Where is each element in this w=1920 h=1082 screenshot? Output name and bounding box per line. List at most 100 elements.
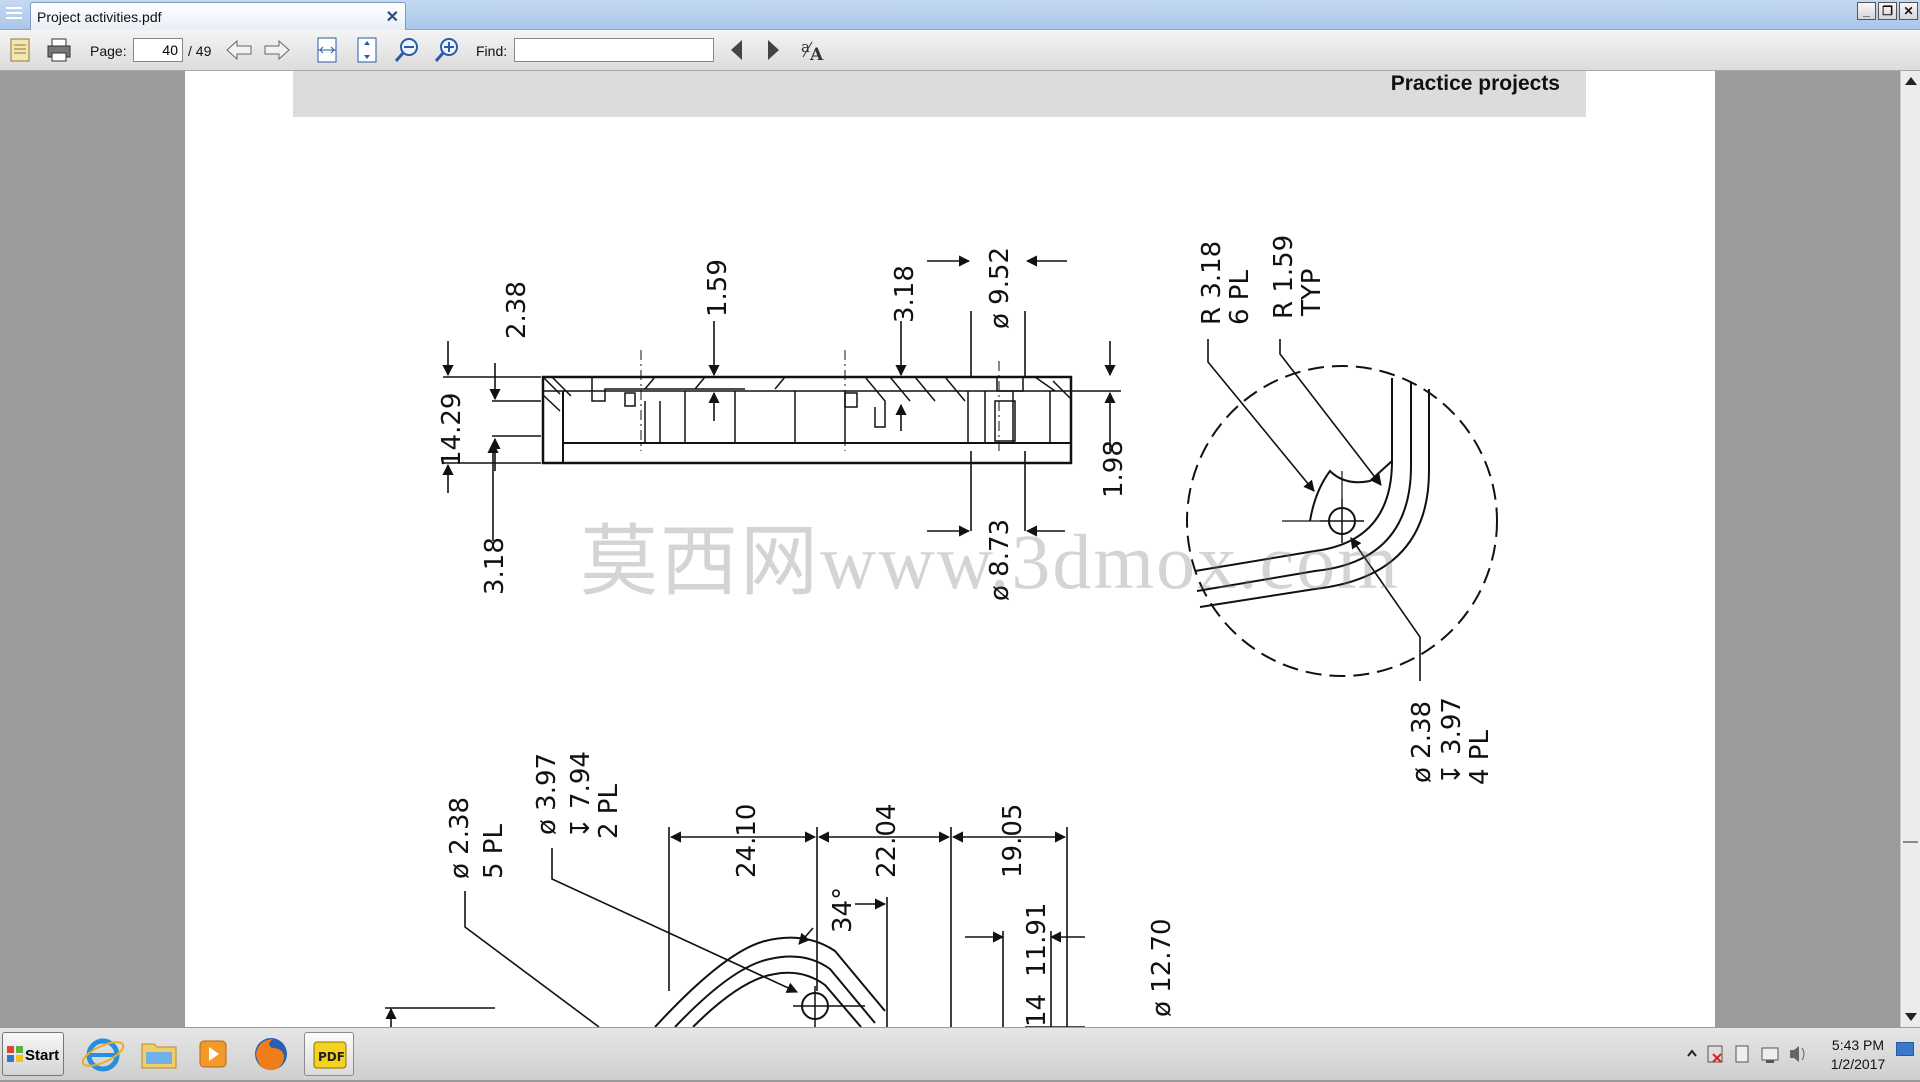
clock[interactable]: 5:43 PM 1/2/2017 xyxy=(1818,1036,1898,1074)
triangle-left-icon xyxy=(731,40,742,60)
previous-page-button[interactable] xyxy=(224,35,254,65)
watermark: 莫西网www.3dmox.com xyxy=(580,518,1400,605)
engineering-drawing: 14.29 2.38 3.18 1.59 3.18 ø 9.52 1.98 ø … xyxy=(385,235,1498,1027)
open-file-button[interactable] xyxy=(6,35,36,65)
document-viewer[interactable]: Practice projects xyxy=(0,71,1900,1027)
match-case-icon: a A xyxy=(801,38,824,65)
plan-dimension-labels: ø 2.38 5 PL ø 3.97 ↧ 7.94 2 PL 24.10 22.… xyxy=(445,751,1177,1027)
pdf-icon: PDF xyxy=(313,1041,347,1069)
label-22-04: 22.04 xyxy=(872,804,902,878)
dim-dia-9-52: ø 9.52 xyxy=(985,247,1015,329)
label-dia-3-97: ø 3.97 xyxy=(532,753,562,835)
open-file-icon xyxy=(10,38,30,62)
label-r-3-18: R 3.18 xyxy=(1197,241,1227,325)
taskbar-media-player[interactable] xyxy=(188,1032,238,1076)
arrow-right-icon xyxy=(264,39,290,61)
show-desktop-button[interactable] xyxy=(1896,1042,1914,1056)
taskbar-pdf-viewer[interactable]: PDF xyxy=(304,1032,354,1076)
dim-3-18-left: 3.18 xyxy=(480,537,510,595)
media-player-icon xyxy=(199,1040,227,1068)
taskbar: Start PDF xyxy=(0,1027,1920,1080)
svg-text:A: A xyxy=(809,45,824,65)
document-tab[interactable]: Project activities.pdf ✕ xyxy=(30,2,406,30)
plan-view xyxy=(385,936,886,1027)
dim-3-18-top: 3.18 xyxy=(890,265,920,323)
printer-icon xyxy=(47,38,71,62)
match-case-button[interactable]: a A xyxy=(800,35,830,65)
find-input[interactable] xyxy=(514,38,714,62)
fit-width-button[interactable] xyxy=(312,35,342,65)
vertical-scrollbar[interactable] xyxy=(1900,71,1920,1027)
label-24-10: 24.10 xyxy=(732,804,762,878)
label-4-pl: 4 PL xyxy=(1465,730,1495,785)
arrow-left-icon xyxy=(226,39,252,61)
system-tray xyxy=(1687,1045,1805,1063)
network-icon[interactable] xyxy=(1761,1047,1779,1063)
start-label: Start xyxy=(25,1047,60,1064)
page-total: / 49 xyxy=(188,43,212,59)
find-label: Find: xyxy=(476,43,508,59)
dim-2-38: 2.38 xyxy=(502,281,532,339)
scroll-thumb[interactable] xyxy=(1903,841,1918,843)
internet-explorer-icon xyxy=(81,1038,125,1072)
pdf-page: Practice projects xyxy=(185,71,1715,1027)
print-button[interactable] xyxy=(44,35,74,65)
page-number-input[interactable] xyxy=(133,38,183,62)
taskbar-internet-explorer[interactable] xyxy=(78,1032,128,1076)
label-5-pl: 5 PL xyxy=(479,824,509,879)
fit-page-button[interactable] xyxy=(352,35,382,65)
title-bar: Project activities.pdf ✕ _ ❐ ✕ xyxy=(0,0,1920,30)
page-header-band: Practice projects xyxy=(293,71,1586,117)
label-depth-7-94: ↧ 7.94 xyxy=(566,751,596,839)
zoom-in-button[interactable] xyxy=(432,35,462,65)
action-center-icon[interactable] xyxy=(1707,1045,1723,1063)
detail-labels: R 3.18 6 PL R 1.59 TYP ø 2.38 ↧ 3.97 4 P… xyxy=(1197,235,1495,785)
plan-dimensions xyxy=(385,827,1085,1027)
find-previous-button[interactable] xyxy=(722,35,752,65)
label-dia-12-70: ø 12.70 xyxy=(1147,918,1177,1017)
label-19-05: 19.05 xyxy=(998,804,1028,878)
device-icon[interactable] xyxy=(1735,1045,1749,1063)
find-next-button[interactable] xyxy=(758,35,788,65)
fit-page-icon xyxy=(357,37,377,63)
app-menu-icon[interactable] xyxy=(3,4,25,26)
dim-dia-8-73: ø 8.73 xyxy=(985,519,1015,601)
taskbar-firefox[interactable] xyxy=(246,1032,296,1076)
scroll-up-icon[interactable] xyxy=(1905,77,1917,85)
label-typ: TYP xyxy=(1297,269,1327,317)
scroll-down-icon[interactable] xyxy=(1905,1013,1917,1021)
tray-expand-icon[interactable] xyxy=(1687,1049,1697,1057)
section-view xyxy=(541,350,1073,465)
detail-view xyxy=(1186,365,1498,677)
page-label: Page: xyxy=(90,43,127,59)
label-dia-2-38-holes: ø 2.38 xyxy=(445,797,475,879)
fit-width-icon xyxy=(317,37,337,63)
zoom-out-button[interactable] xyxy=(392,35,422,65)
label-11-91: 11.91 xyxy=(1022,903,1052,977)
document-tab-title: Project activities.pdf xyxy=(37,9,162,25)
label-14: 14 xyxy=(1022,994,1052,1027)
label-depth-3-97: ↧ 3.97 xyxy=(1437,697,1467,785)
volume-icon[interactable] xyxy=(1790,1046,1805,1062)
page-header-title: Practice projects xyxy=(1390,72,1560,95)
section-dimensions xyxy=(442,255,1121,541)
restore-button[interactable]: ❐ xyxy=(1878,2,1897,20)
dim-1-98: 1.98 xyxy=(1099,440,1129,498)
next-page-button[interactable] xyxy=(262,35,292,65)
folder-icon xyxy=(141,1043,177,1069)
svg-text:PDF: PDF xyxy=(318,1050,345,1064)
dim-1-59: 1.59 xyxy=(703,259,733,317)
clock-date: 1/2/2017 xyxy=(1830,1056,1886,1072)
close-tab-icon[interactable]: ✕ xyxy=(385,9,399,26)
taskbar-file-explorer[interactable] xyxy=(134,1032,184,1076)
start-button[interactable]: Start xyxy=(2,1032,64,1076)
label-6-pl: 6 PL xyxy=(1225,270,1255,325)
label-2-pl: 2 PL xyxy=(594,784,624,839)
minimize-button[interactable]: _ xyxy=(1857,2,1876,20)
detail-leaders xyxy=(1207,339,1421,681)
firefox-icon xyxy=(255,1038,287,1070)
triangle-right-icon xyxy=(768,40,779,60)
label-34-deg: 34° xyxy=(828,887,858,933)
close-window-button[interactable]: ✕ xyxy=(1899,2,1918,20)
zoom-out-icon xyxy=(394,38,418,62)
